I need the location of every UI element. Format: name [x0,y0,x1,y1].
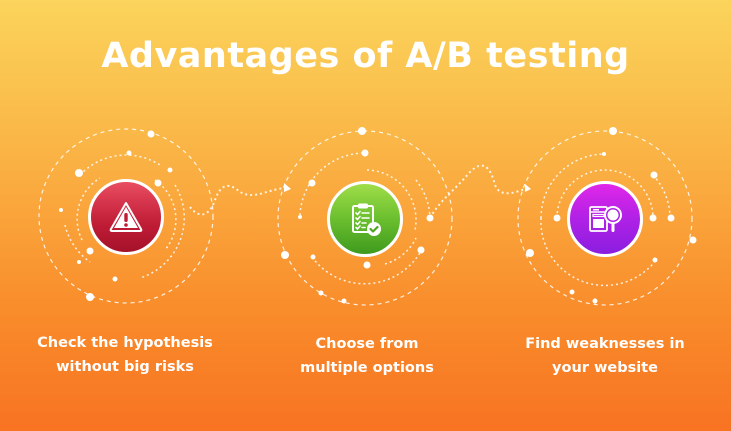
orbit-group-3 [517,130,693,306]
clipboard-badge [327,181,403,257]
website-search-icon [589,206,622,232]
step-2-caption-line1: Choose from [315,336,419,352]
connector-1 [189,184,286,216]
step-3-caption-line2: your website [552,360,658,376]
arrow-head-2 [525,184,531,192]
connector-2 [429,164,528,219]
step-1-caption: Check the hypothesis without big risks [15,331,235,379]
page-title: Advantages of A/B testing [101,36,630,76]
step-3-caption: Find weaknesses in your website [495,332,715,380]
arrow-head-1 [284,183,291,192]
step-1-caption-line1: Check the hypothesis [37,335,213,351]
warning-icon [109,202,143,232]
step-2-caption-line2: multiple options [300,360,434,376]
warning-badge [88,179,164,255]
step-3-caption-line1: Find weaknesses in [525,336,685,352]
orbit-group-1 [38,128,214,304]
step-2-caption: Choose from multiple options [257,332,477,380]
clipboard-check-icon [352,203,381,236]
website-search-badge [567,181,643,257]
step-1-caption-line2: without big risks [56,359,194,375]
